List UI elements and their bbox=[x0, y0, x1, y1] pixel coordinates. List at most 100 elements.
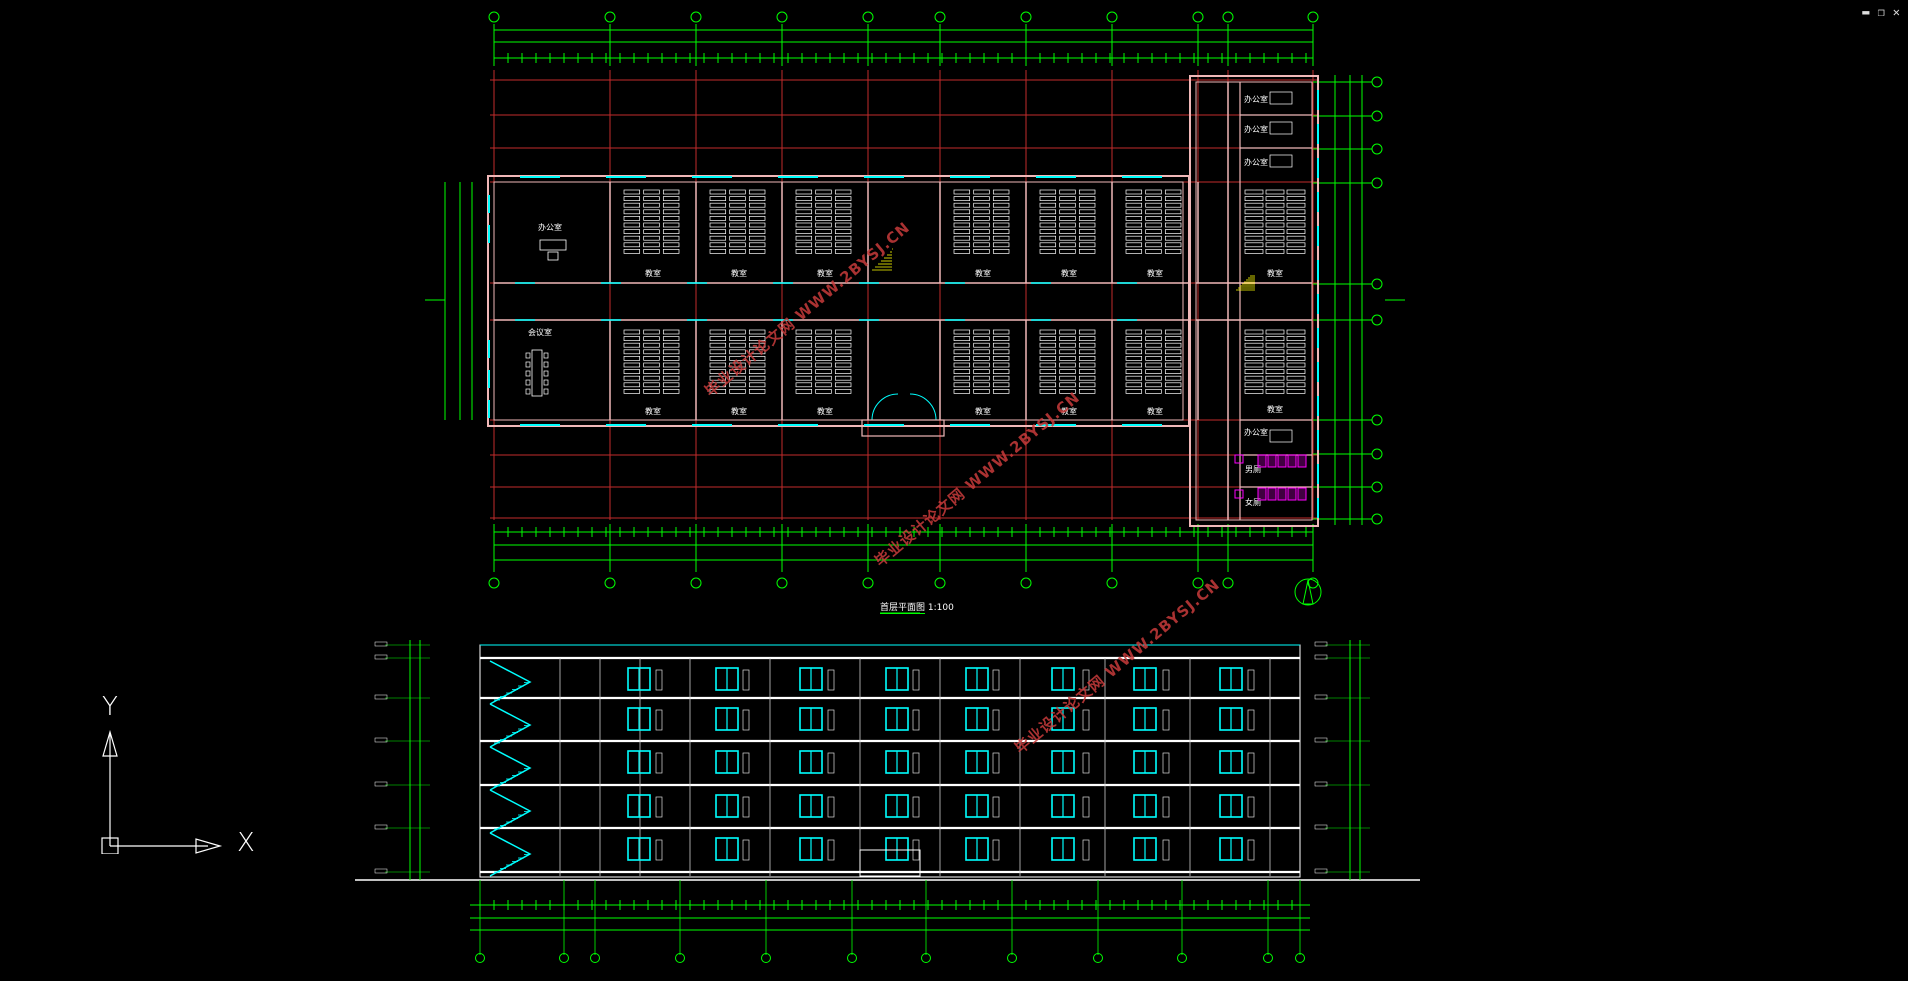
classroom-desk bbox=[662, 196, 680, 201]
classroom-desk bbox=[1059, 196, 1076, 201]
classroom-desk bbox=[953, 362, 971, 368]
classroom-desk bbox=[1145, 249, 1162, 254]
elevation-axis-bubble bbox=[1007, 953, 1017, 963]
meeting-chair bbox=[543, 388, 549, 395]
plan-title-text: 首层平面图 bbox=[880, 603, 926, 614]
classroom-desk bbox=[1078, 216, 1096, 221]
wing-desk bbox=[1286, 342, 1306, 348]
classroom-desk bbox=[795, 329, 813, 335]
classroom-desk bbox=[643, 362, 660, 368]
elevation-door bbox=[827, 752, 835, 774]
classroom-desk bbox=[1164, 216, 1182, 221]
toilet-stall-female bbox=[1297, 487, 1307, 501]
classroom-desk bbox=[748, 329, 766, 335]
meeting-chair bbox=[525, 352, 531, 359]
classroom-desk bbox=[1039, 249, 1057, 254]
classroom-desk bbox=[1059, 235, 1076, 241]
classroom-desk bbox=[1125, 369, 1143, 374]
classroom-desk bbox=[1145, 362, 1162, 368]
classroom-desk bbox=[643, 222, 660, 228]
elevation-door bbox=[742, 752, 750, 774]
wing-desk bbox=[1286, 222, 1306, 228]
wing-desk bbox=[1286, 235, 1306, 241]
classroom-desk bbox=[815, 336, 832, 341]
classroom-desk bbox=[815, 209, 832, 215]
classroom-desk bbox=[1059, 189, 1076, 195]
classroom-desk bbox=[834, 389, 852, 394]
classroom-desk bbox=[748, 336, 766, 341]
elevation-door bbox=[655, 796, 663, 818]
room-label-classroom: 教室 bbox=[817, 268, 833, 278]
axis-bubble-right bbox=[1371, 110, 1383, 122]
classroom-desk bbox=[795, 349, 813, 355]
classroom-desk bbox=[709, 336, 727, 341]
ucs-y-label: Y bbox=[102, 692, 118, 722]
classroom-desk bbox=[1125, 356, 1143, 361]
classroom-desk bbox=[709, 189, 727, 195]
classroom-desk bbox=[662, 375, 680, 381]
classroom-desk bbox=[748, 196, 766, 201]
classroom-desk bbox=[1078, 382, 1096, 388]
classroom-desk bbox=[729, 222, 746, 228]
minimize-icon[interactable]: ▬ bbox=[1862, 5, 1870, 19]
classroom-desk bbox=[729, 375, 746, 381]
classroom-desk bbox=[643, 242, 660, 248]
classroom-desk bbox=[662, 389, 680, 394]
axis-bubble-right bbox=[1371, 414, 1383, 426]
classroom-desk bbox=[1059, 375, 1076, 381]
classroom-desk bbox=[795, 382, 813, 388]
classroom-desk bbox=[795, 189, 813, 195]
classroom-desk bbox=[623, 382, 641, 388]
wing-desk bbox=[1244, 369, 1264, 374]
wing-desk bbox=[1244, 196, 1264, 201]
classroom-desk bbox=[834, 202, 852, 208]
elevation-door bbox=[992, 839, 1000, 861]
wing-desk bbox=[1286, 229, 1306, 234]
classroom-desk bbox=[992, 389, 1010, 394]
close-icon[interactable]: ✕ bbox=[1892, 5, 1900, 19]
elevation-axis-bubble bbox=[475, 953, 485, 963]
wing-desk bbox=[1244, 356, 1264, 361]
room-label-classroom: 教室 bbox=[1147, 406, 1163, 416]
classroom-desk bbox=[709, 369, 727, 374]
classroom-desk bbox=[748, 362, 766, 368]
wing-desk bbox=[1244, 389, 1264, 394]
wing-desk bbox=[1265, 242, 1285, 248]
classroom-desk bbox=[643, 369, 660, 374]
classroom-desk bbox=[662, 189, 680, 195]
elevation-door bbox=[992, 796, 1000, 818]
elevation-door bbox=[1082, 709, 1090, 731]
meeting-chair bbox=[543, 379, 549, 386]
classroom-desk bbox=[1145, 336, 1162, 341]
classroom-desk bbox=[1164, 369, 1182, 374]
axis-bubble-top bbox=[1307, 11, 1319, 23]
classroom-desk bbox=[1164, 329, 1182, 335]
wing-desk bbox=[1244, 349, 1264, 355]
wing-desk bbox=[1244, 235, 1264, 241]
classroom-desk bbox=[1125, 242, 1143, 248]
classroom-desk bbox=[834, 382, 852, 388]
classroom-desk bbox=[623, 369, 641, 374]
classroom-desk bbox=[1078, 229, 1096, 234]
wing-desk bbox=[1244, 382, 1264, 388]
classroom-desk bbox=[709, 202, 727, 208]
room-label-classroom: 教室 bbox=[645, 406, 661, 416]
level-tag bbox=[1314, 868, 1328, 874]
classroom-desk bbox=[815, 342, 832, 348]
classroom-desk bbox=[729, 235, 746, 241]
classroom-desk bbox=[1039, 202, 1057, 208]
classroom-desk bbox=[1164, 375, 1182, 381]
restore-icon[interactable]: ❐ bbox=[1877, 5, 1885, 19]
classroom-desk bbox=[709, 229, 727, 234]
classroom-desk bbox=[1059, 216, 1076, 221]
classroom-desk bbox=[1078, 362, 1096, 368]
toilet-basin bbox=[1234, 454, 1244, 464]
classroom-desk bbox=[729, 209, 746, 215]
classroom-desk bbox=[973, 189, 990, 195]
elevation-door bbox=[1082, 752, 1090, 774]
classroom-desk bbox=[748, 342, 766, 348]
classroom-desk bbox=[834, 229, 852, 234]
level-tag bbox=[1314, 641, 1328, 647]
classroom-desk bbox=[973, 382, 990, 388]
